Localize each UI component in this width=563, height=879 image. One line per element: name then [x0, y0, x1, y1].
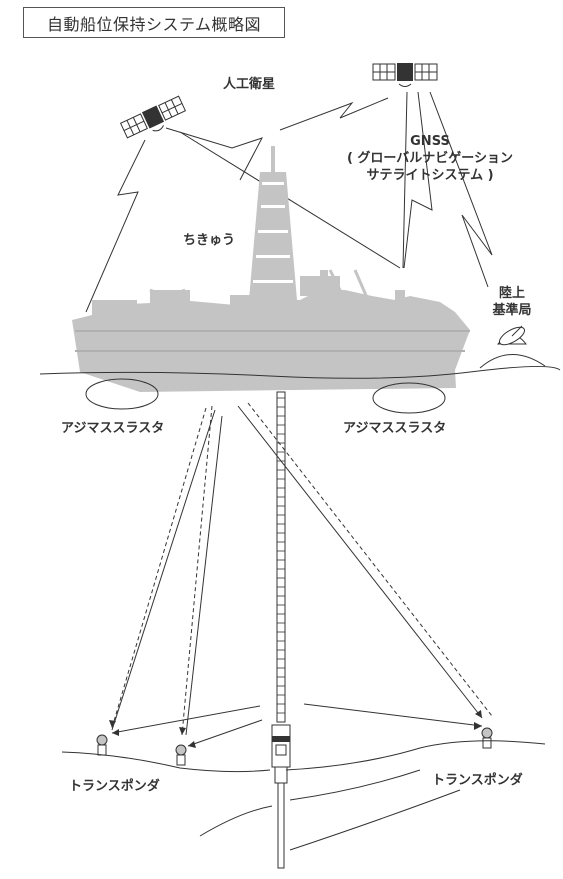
satellite-left-icon — [119, 95, 187, 139]
sea-surface — [39, 365, 561, 379]
ship-chikyu-icon — [72, 270, 470, 392]
ground-station-line2: 基準局 — [492, 303, 532, 318]
drill-derrick-icon — [249, 146, 297, 300]
gnss-title: GNSS — [410, 134, 450, 149]
ground-station-label: 陸上 基準局 — [486, 285, 538, 319]
transponder-left-2-icon — [175, 744, 187, 766]
seabed — [61, 740, 546, 851]
transponder-right-icon — [481, 727, 493, 749]
thruster-right-label: アジマススラスタ — [343, 421, 447, 436]
transponder-left-label: トランスポンダ — [69, 779, 160, 794]
ground-station-icon — [479, 325, 546, 369]
thruster-right-marker — [372, 382, 446, 414]
signal-lines — [85, 91, 493, 313]
gnss-line1: ( グローバルナビゲーション — [346, 151, 514, 166]
transponder-right-label: トランスポンダ — [432, 773, 523, 788]
thruster-left-label: アジマススラスタ — [61, 421, 165, 436]
ship-name-label: ちきゅう — [183, 233, 236, 248]
diagram-title: 自動船位保持システム概略図 — [23, 7, 285, 38]
gnss-label: GNSS ( グローバルナビゲーション サテライトシステム ) — [318, 133, 542, 184]
satellite-right-icon — [372, 63, 438, 87]
diagram-title-text: 自動船位保持システム概略図 — [46, 14, 262, 34]
transponder-left-1-icon — [96, 734, 108, 756]
transponder-signal-lines — [111, 402, 493, 747]
ground-station-line1: 陸上 — [498, 286, 525, 301]
thruster-left-marker — [85, 378, 159, 410]
arrowheads — [109, 710, 482, 748]
satellite-label: 人工衛星 — [223, 77, 276, 92]
crane-icon — [149, 269, 370, 307]
gnss-line2: サテライトシステム ) — [366, 168, 494, 183]
riser-pipe — [271, 391, 291, 869]
